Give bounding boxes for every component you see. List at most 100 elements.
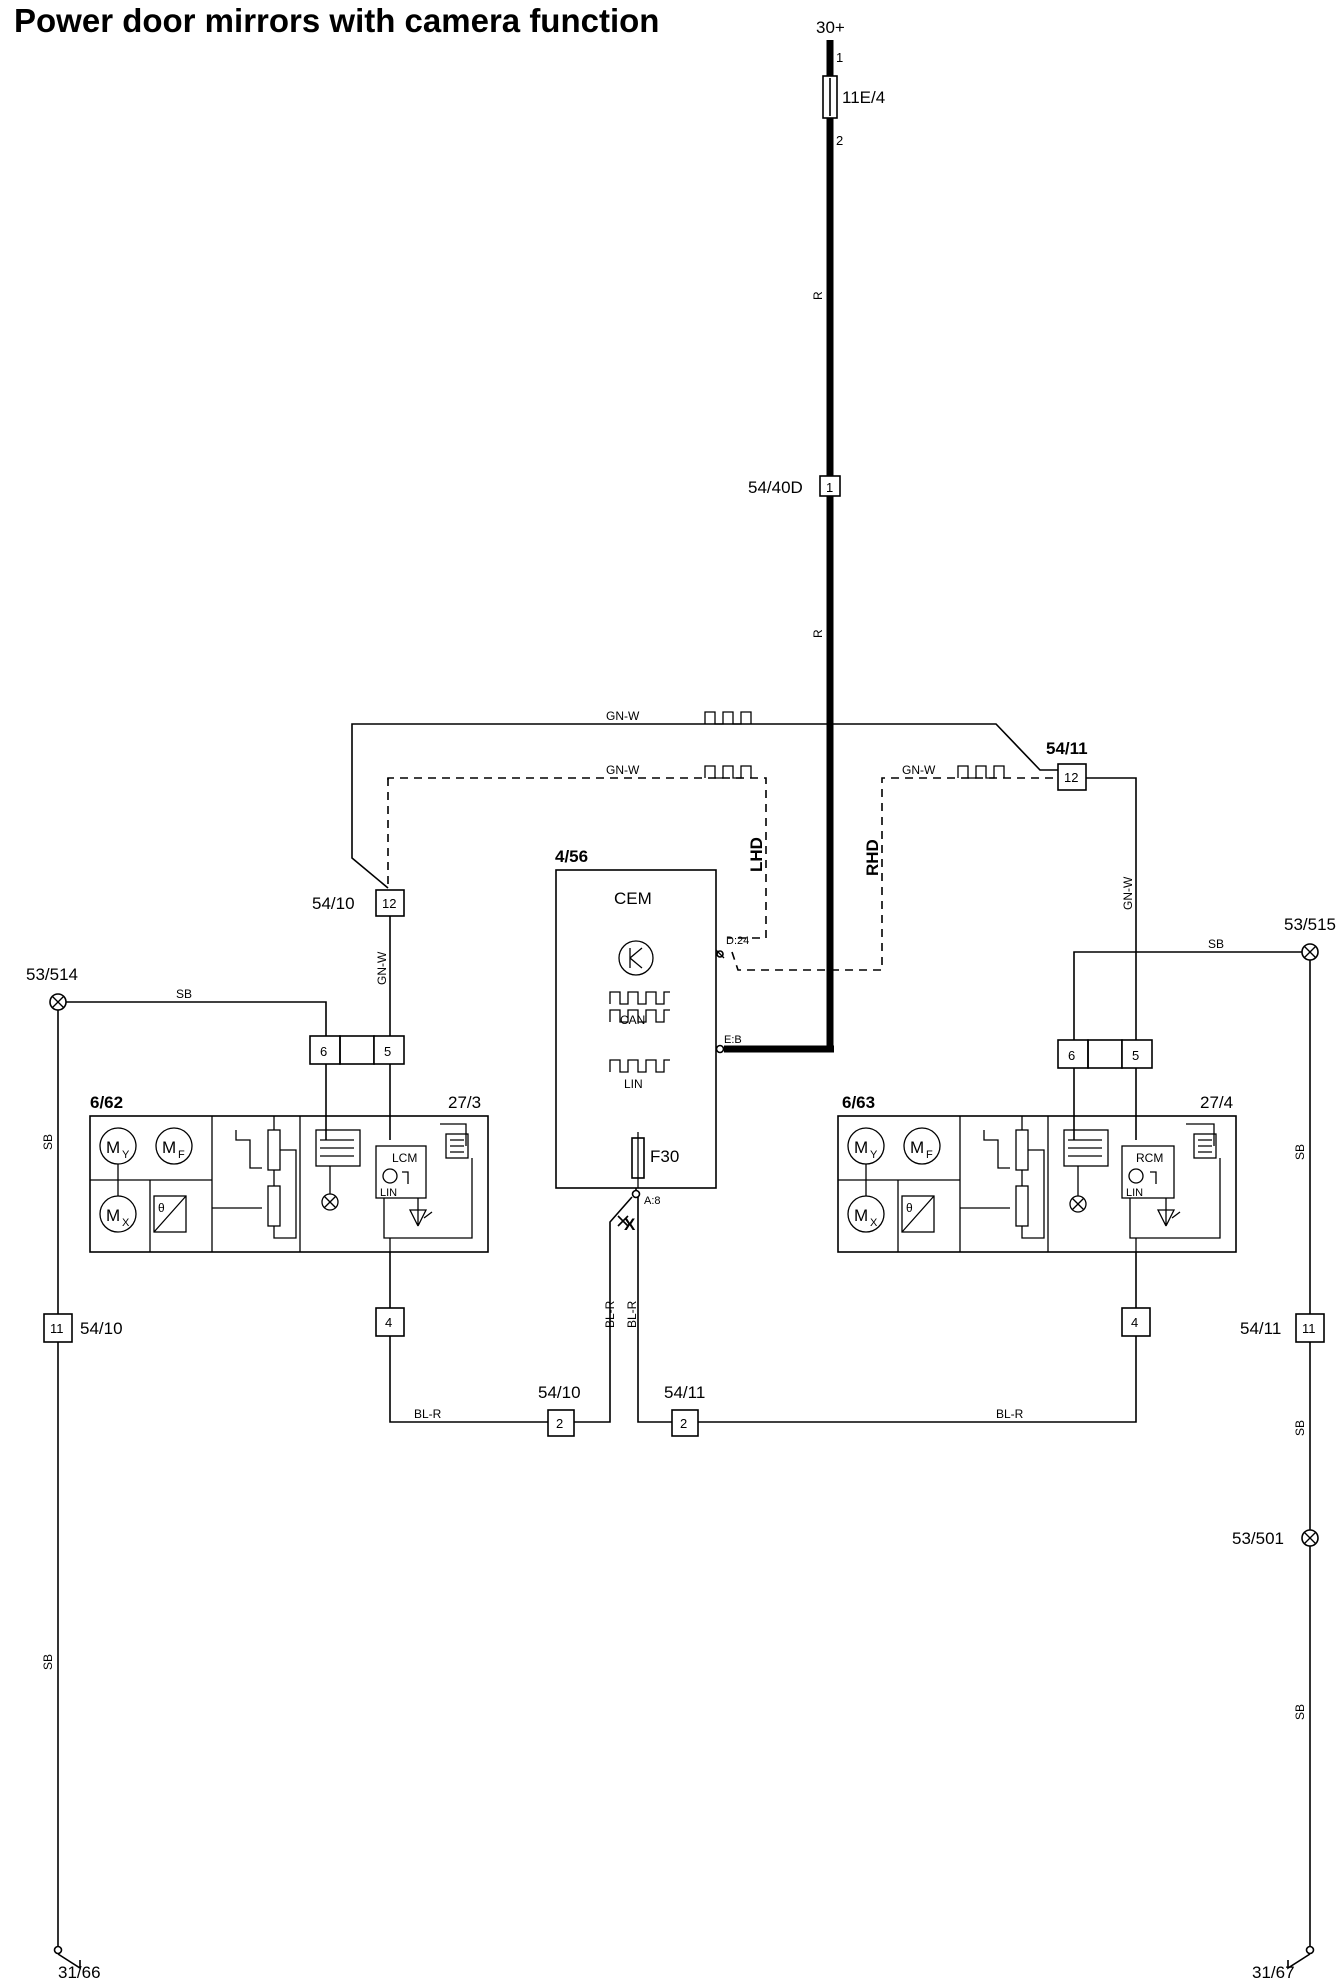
- transistor-icon: [618, 940, 654, 976]
- wire-color-r-2: R: [811, 629, 825, 638]
- svg-text:X: X: [624, 1215, 636, 1234]
- svg-text:4: 4: [385, 1315, 392, 1330]
- svg-text:M: M: [854, 1138, 868, 1157]
- svg-text:6: 6: [320, 1044, 327, 1059]
- svg-text:12: 12: [1064, 770, 1078, 785]
- supply-label: 30+: [816, 18, 845, 37]
- svg-text:θ: θ: [158, 1201, 165, 1215]
- svg-text:2: 2: [680, 1416, 687, 1431]
- connector-left-pin4: [375, 1307, 405, 1337]
- svg-text:GN-W: GN-W: [606, 763, 640, 777]
- module-27-4-id: 27/4: [1200, 1093, 1233, 1112]
- svg-text:12: 12: [382, 896, 396, 911]
- mirror-left-id: 6/62: [90, 1093, 123, 1112]
- svg-text:LIN: LIN: [380, 1187, 397, 1199]
- svg-text:SB: SB: [1293, 1704, 1307, 1720]
- mirror-right-id: 6/63: [842, 1093, 875, 1112]
- svg-text:SB: SB: [176, 987, 192, 1001]
- svg-text:SB: SB: [1293, 1420, 1307, 1436]
- svg-text:SB: SB: [41, 1654, 55, 1670]
- svg-text:4: 4: [1131, 1315, 1138, 1330]
- mirror-right: 53/515 SB SB 6 5 6/63 27/4 M Y M F M X: [837, 915, 1336, 1980]
- svg-text:11: 11: [50, 1321, 64, 1336]
- cem-id: 4/56: [555, 847, 588, 866]
- rhd-label: RHD: [863, 839, 882, 876]
- lcm-block: [375, 1145, 427, 1199]
- cem-module: 4/56 CEM CAN LIN F30 D:24 E:B A:8: [555, 847, 749, 1207]
- page-title: Power door mirrors with camera function: [14, 2, 660, 39]
- svg-text:2: 2: [556, 1416, 563, 1431]
- svg-text:54/10: 54/10: [538, 1383, 581, 1402]
- svg-text:E:B: E:B: [724, 1034, 742, 1046]
- connector-54-11-label: 54/11: [1046, 739, 1088, 758]
- svg-text:M: M: [106, 1206, 120, 1225]
- svg-text:Y: Y: [870, 1149, 878, 1161]
- svg-text:BL-R: BL-R: [603, 1300, 617, 1328]
- svg-text:M: M: [854, 1206, 868, 1225]
- svg-text:M: M: [162, 1138, 176, 1157]
- svg-text:F: F: [178, 1149, 185, 1161]
- rcm-block: [1121, 1145, 1175, 1199]
- svg-text:6: 6: [1068, 1048, 1075, 1063]
- lcm-transistor-icon: [382, 1168, 398, 1184]
- svg-text:54/11: 54/11: [664, 1383, 705, 1402]
- svg-text:GN-W: GN-W: [1121, 876, 1135, 910]
- svg-text:LCM: LCM: [392, 1151, 417, 1165]
- svg-text:CAN: CAN: [620, 1013, 645, 1027]
- svg-text:LIN: LIN: [1126, 1187, 1143, 1199]
- svg-text:GN-W: GN-W: [606, 709, 640, 723]
- connector-54-10-pin2: [547, 1409, 575, 1437]
- fuse-f30-label: F30: [650, 1147, 679, 1166]
- ground-53-514-label: 53/514: [26, 965, 78, 984]
- svg-text:BL-R: BL-R: [996, 1407, 1024, 1421]
- svg-text:BL-R: BL-R: [414, 1407, 442, 1421]
- svg-text:BL-R: BL-R: [625, 1300, 639, 1328]
- svg-text:F: F: [926, 1149, 933, 1161]
- svg-text:θ: θ: [906, 1201, 913, 1215]
- connector-54-40d: [819, 475, 841, 497]
- blr-wiring: X BL-R BL-R BL-R 2 54/10 BL-R 2 54/11: [389, 1196, 1137, 1437]
- svg-text:LIN: LIN: [624, 1077, 643, 1091]
- svg-text:A:8: A:8: [644, 1195, 661, 1207]
- svg-text:D:24: D:24: [726, 935, 749, 947]
- ground-53-501-label: 53/501: [1232, 1529, 1284, 1548]
- connector-54-10-label: 54/10: [312, 894, 355, 913]
- cem-name: CEM: [614, 889, 652, 908]
- lhd-label: LHD: [747, 837, 766, 872]
- supply-section: 30+ 1 11E/4 2 R 1 54/40D R: [724, 18, 885, 1053]
- svg-text:X: X: [122, 1217, 130, 1229]
- svg-text:54/11: 54/11: [1240, 1319, 1281, 1338]
- connector-54-11-pin2: [671, 1409, 699, 1437]
- module-27-3-id: 27/3: [448, 1093, 481, 1112]
- gnw-bus: GN-W GN-W LHD GN-W RHD: [351, 709, 1058, 971]
- svg-text:11: 11: [1302, 1321, 1316, 1336]
- svg-text:SB: SB: [1208, 937, 1224, 951]
- wire-color-r: R: [811, 291, 825, 300]
- connector-54-11-pin11: [1295, 1313, 1325, 1343]
- svg-text:Y: Y: [122, 1149, 130, 1161]
- svg-text:5: 5: [384, 1044, 391, 1059]
- svg-text:SB: SB: [41, 1134, 55, 1150]
- svg-text:SB: SB: [1293, 1144, 1307, 1160]
- svg-text:M: M: [910, 1138, 924, 1157]
- connector-right-pin4: [1121, 1307, 1151, 1337]
- fuse-11e4-label: 11E/4: [842, 88, 885, 107]
- svg-text:RCM: RCM: [1136, 1151, 1163, 1165]
- earth-31-67-label: 31/67: [1252, 1963, 1295, 1980]
- svg-text:X: X: [870, 1217, 878, 1229]
- svg-text:1: 1: [836, 50, 843, 65]
- svg-text:54/10: 54/10: [80, 1319, 123, 1338]
- svg-text:GN-W: GN-W: [375, 951, 389, 985]
- svg-text:2: 2: [836, 133, 843, 148]
- mirror-left: 53/514 SB SB 6 5 6/62 27/3 M Y M F M X: [26, 965, 489, 1980]
- svg-text:M: M: [106, 1138, 120, 1157]
- ground-53-515-label: 53/515: [1284, 915, 1336, 934]
- connector-54-11-pin12: 54/11 12 GN-W: [1046, 739, 1137, 1040]
- earth-31-66-label: 31/66: [58, 1963, 101, 1980]
- rcm-transistor-icon: [1128, 1168, 1144, 1184]
- connector-54-10-pin12: 12 54/10 GN-W: [312, 889, 405, 1036]
- svg-text:GN-W: GN-W: [902, 763, 936, 777]
- svg-text:1: 1: [826, 480, 833, 495]
- svg-text:5: 5: [1132, 1048, 1139, 1063]
